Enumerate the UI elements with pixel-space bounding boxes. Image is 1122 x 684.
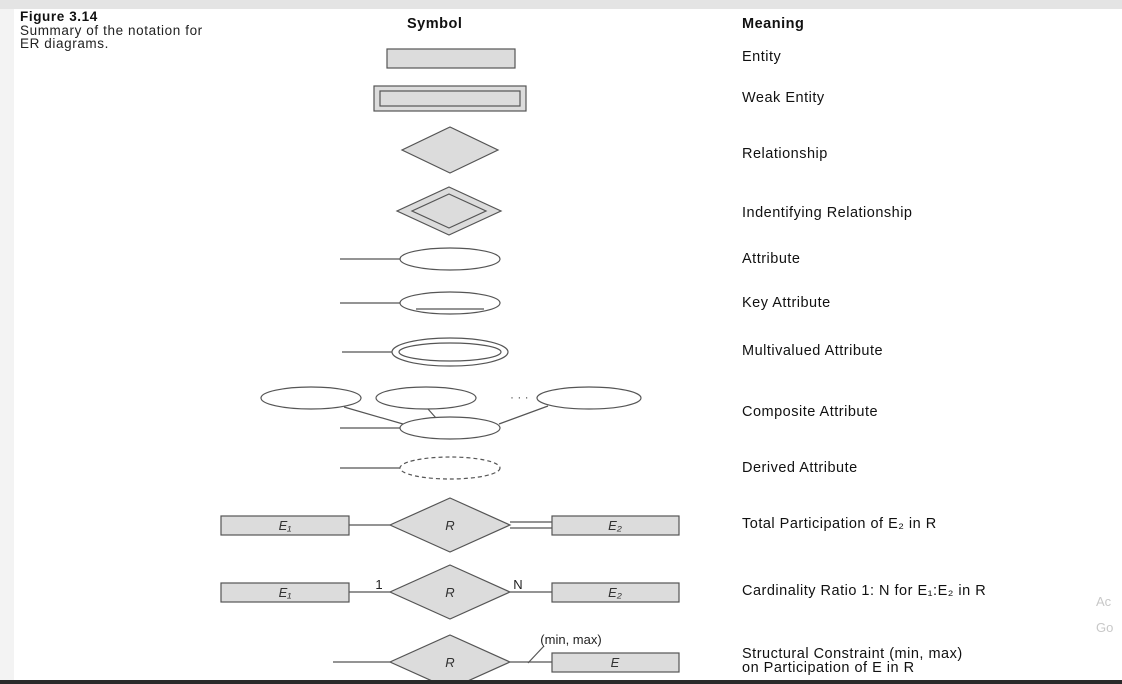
symbol-column-header: Symbol bbox=[407, 16, 463, 32]
meaning-composite-attribute: Composite Attribute bbox=[742, 404, 879, 420]
top-border bbox=[0, 0, 1122, 9]
meaning-attribute: Attribute bbox=[742, 251, 801, 267]
watermark-line1: Ac bbox=[1096, 594, 1112, 609]
entity-label-e2: E₂ bbox=[608, 518, 622, 533]
entity-label-e1: E₁ bbox=[279, 585, 292, 600]
bottom-border bbox=[0, 680, 1122, 684]
meaning-key-attribute: Key Attribute bbox=[742, 295, 831, 311]
identifying-relationship-symbol bbox=[395, 186, 503, 236]
composite-ellipsis: · · · bbox=[510, 390, 529, 404]
meaning-structural-constraint: Structural Constraint (min, max) bbox=[742, 646, 963, 662]
meaning-relationship: Relationship bbox=[742, 146, 828, 162]
watermark-line2: Go bbox=[1096, 620, 1114, 635]
entity-label-e1: E₁ bbox=[279, 518, 292, 533]
meaning-derived-attribute: Derived Attribute bbox=[742, 460, 858, 476]
entity-label-e2: E₂ bbox=[608, 585, 622, 600]
cardinality-ratio-symbol bbox=[220, 564, 680, 620]
figure-caption: Figure 3.14 Summary of the notation for … bbox=[20, 10, 210, 51]
structural-constraint-symbol bbox=[333, 634, 680, 684]
figure-description: Summary of the notation for ER diagrams. bbox=[20, 22, 203, 51]
min-max-label: (min, max) bbox=[540, 632, 601, 647]
meaning-column-header: Meaning bbox=[742, 16, 805, 32]
total-participation-symbol bbox=[220, 497, 680, 553]
meaning-entity: Entity bbox=[742, 49, 782, 65]
derived-attribute-symbol bbox=[340, 456, 501, 480]
figure-title: Figure 3.14 bbox=[20, 9, 98, 24]
entity-symbol bbox=[386, 48, 516, 69]
relationship-symbol bbox=[400, 126, 500, 174]
multivalued-attribute-symbol bbox=[342, 337, 509, 367]
cardinality-one-label: 1 bbox=[375, 577, 382, 592]
meaning-identifying-relationship: Indentifying Relationship bbox=[742, 205, 913, 221]
attribute-symbol bbox=[340, 247, 501, 271]
cardinality-n-label: N bbox=[513, 577, 522, 592]
meaning-cardinality-ratio: Cardinality Ratio 1: N for E₁:E₂ in R bbox=[742, 583, 987, 599]
entity-label-e: E bbox=[611, 655, 620, 670]
meaning-multivalued-attribute: Multivalued Attribute bbox=[742, 343, 884, 359]
meaning-structural-constraint-line2: on Participation of E in R bbox=[742, 660, 915, 676]
meaning-total-participation: Total Participation of E₂ in R bbox=[742, 516, 937, 532]
relationship-label-r: R bbox=[445, 585, 454, 600]
composite-attribute-symbol bbox=[260, 386, 642, 440]
meaning-weak-entity: Weak Entity bbox=[742, 90, 825, 106]
weak-entity-symbol bbox=[373, 85, 527, 112]
relationship-label-r: R bbox=[445, 518, 454, 533]
left-edge bbox=[0, 9, 14, 680]
key-attribute-symbol bbox=[340, 291, 501, 315]
relationship-label-r: R bbox=[445, 655, 454, 670]
